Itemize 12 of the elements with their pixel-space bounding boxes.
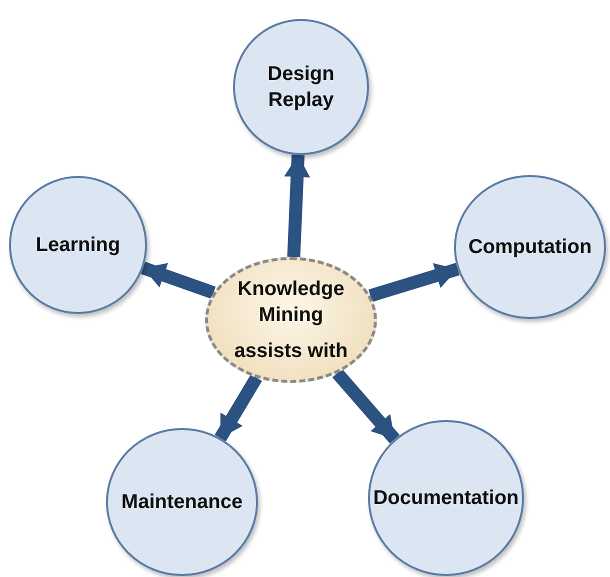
node-label: assists with: [234, 339, 348, 364]
node-label: Documentation: [373, 486, 519, 511]
block-arrow: [284, 154, 310, 258]
node-label: Computation: [468, 235, 592, 260]
block-arrow: [140, 262, 216, 299]
block-arrow: [368, 262, 460, 302]
block-arrow: [214, 374, 262, 442]
node-label: Design Replay: [266, 62, 336, 113]
block-arrow: [332, 368, 400, 444]
node-label: Maintenance: [121, 490, 243, 515]
node-label: Learning: [36, 233, 120, 258]
node-label: Knowledge Mining: [236, 277, 346, 328]
